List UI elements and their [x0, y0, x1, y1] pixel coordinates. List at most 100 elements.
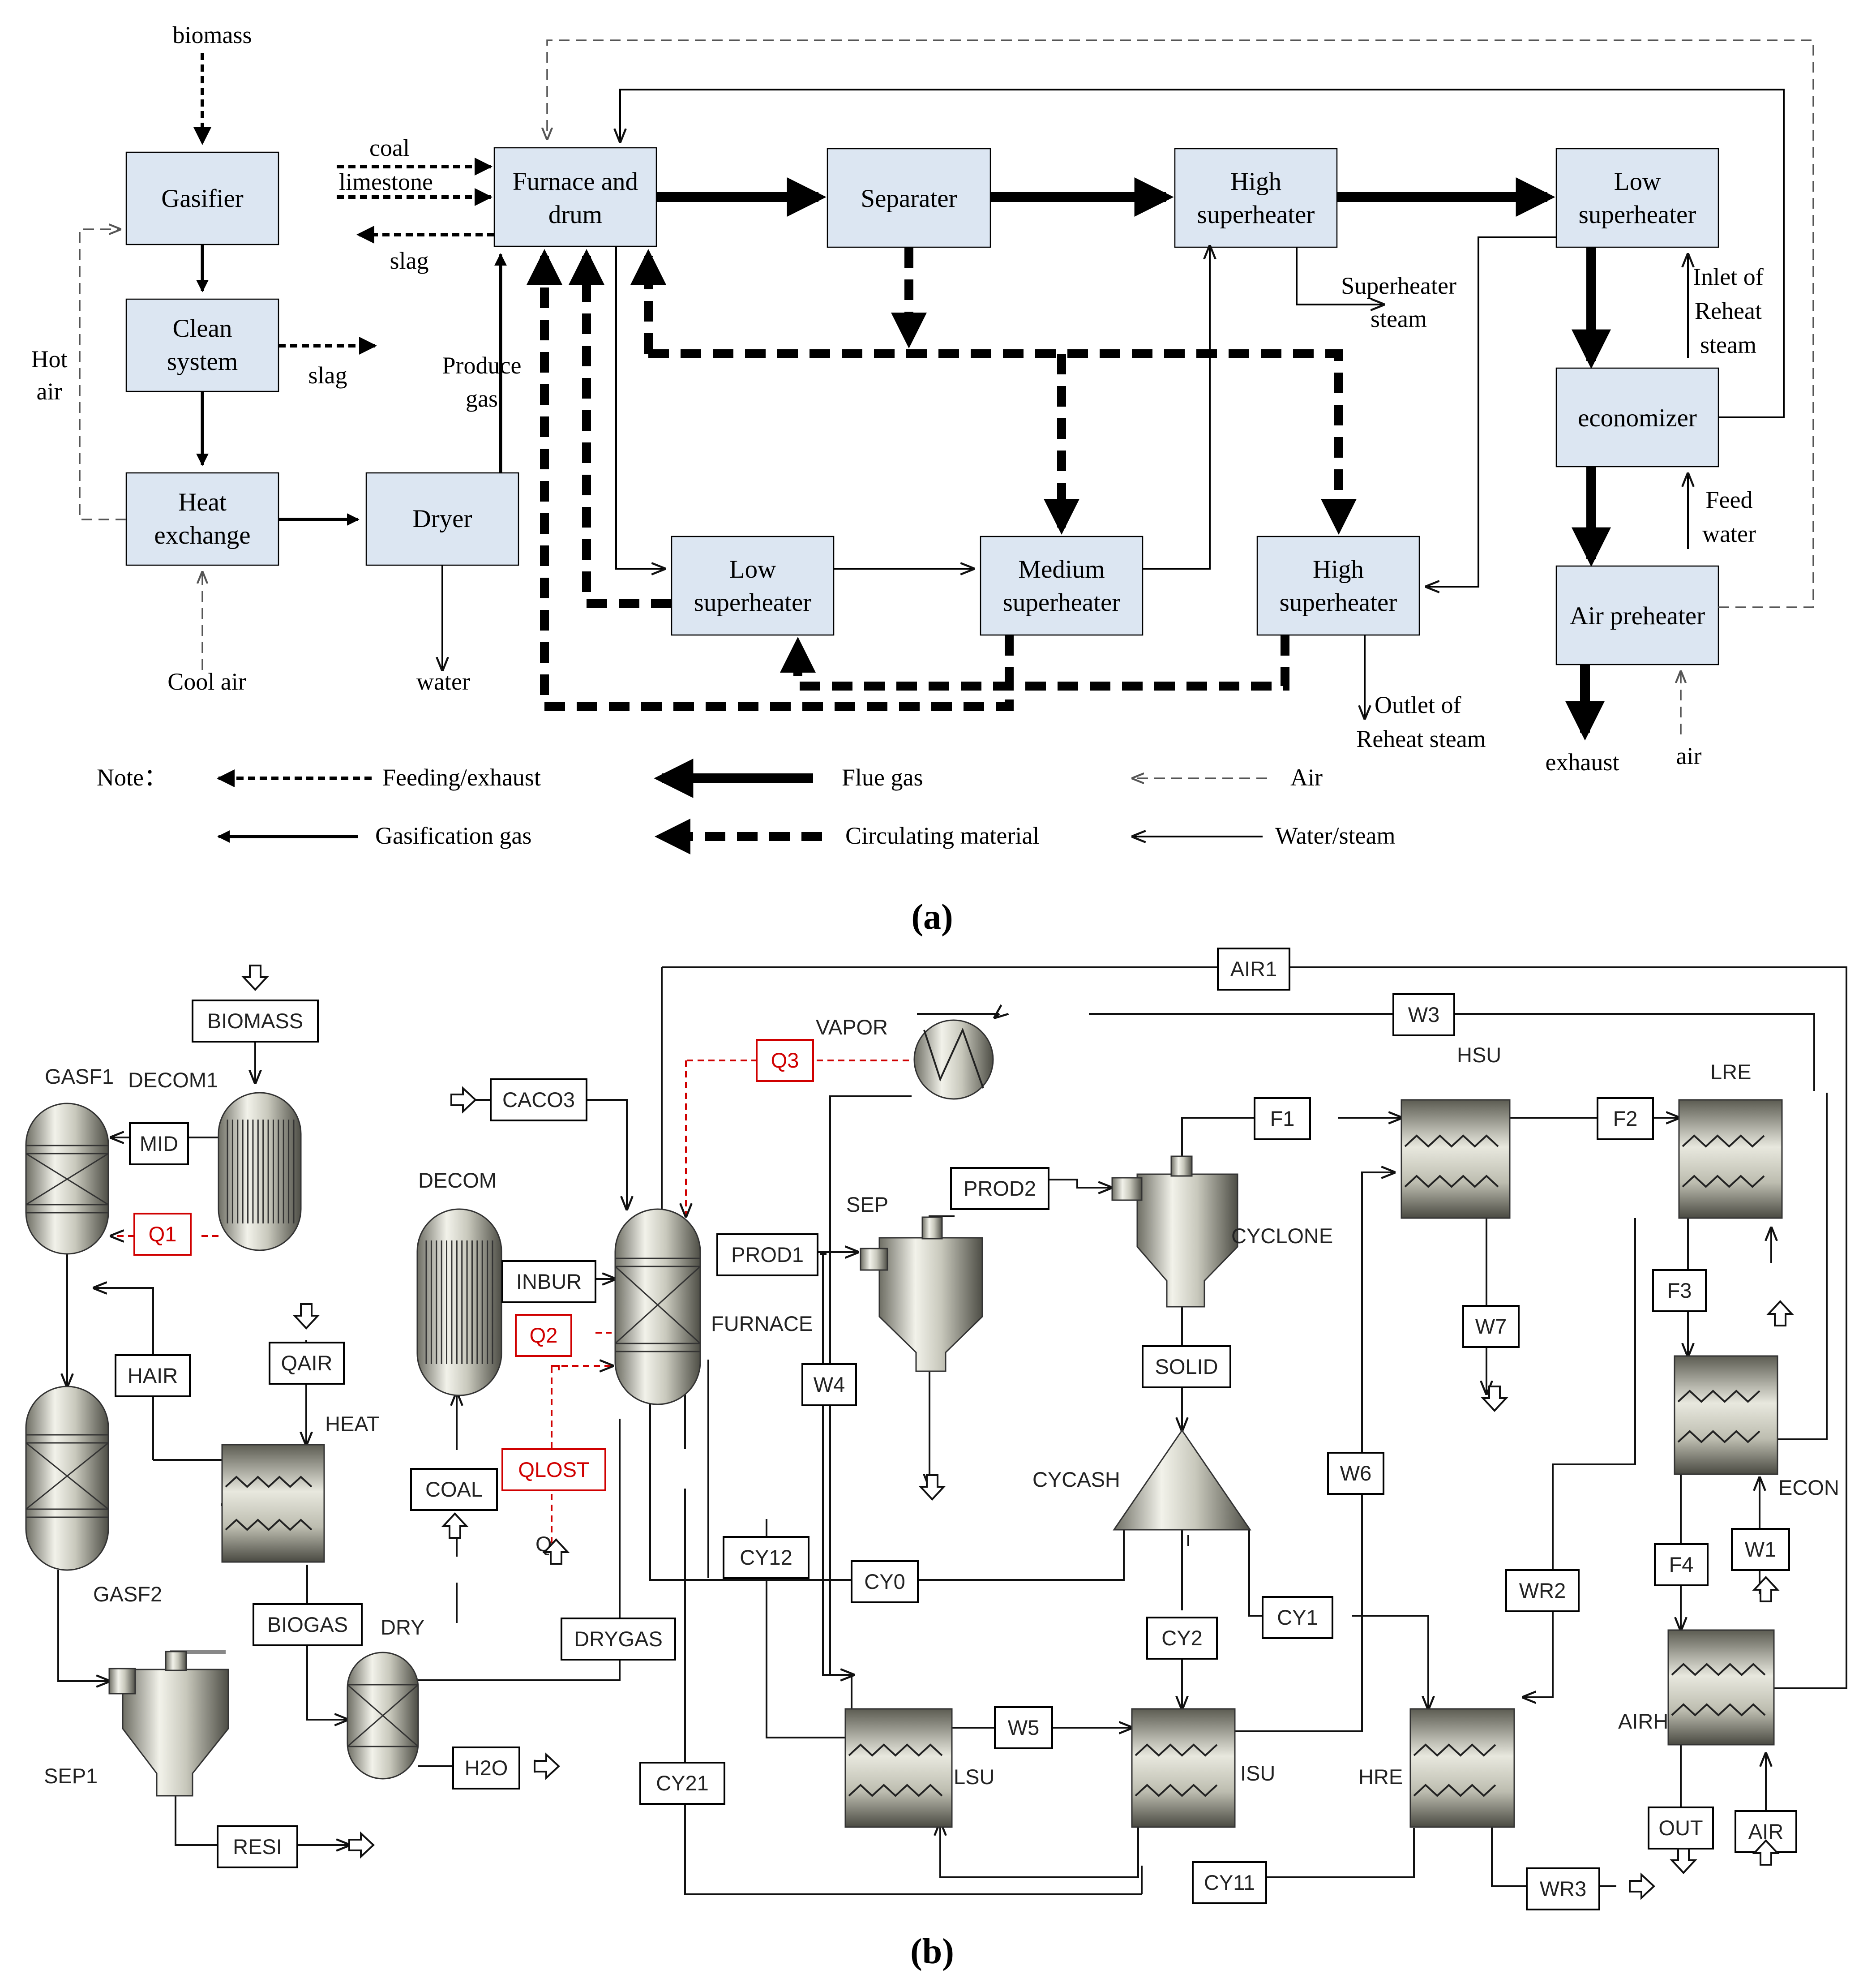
stream-q3: Q3 [756, 1039, 814, 1082]
block-label-vapor: VAPOR [816, 1015, 888, 1039]
block-vapor [913, 1019, 994, 1100]
block-label-cycash: CYCASH [1032, 1468, 1120, 1491]
io-arrow-12 [1629, 1872, 1655, 1900]
io-arrow-9 [1752, 1576, 1780, 1602]
stream-w4: W4 [801, 1363, 857, 1406]
io-arrow-10 [1670, 1848, 1697, 1874]
stream-label-cy1: CY1 [1277, 1605, 1318, 1629]
stream-label-w7: W7 [1475, 1314, 1507, 1338]
stream-label-coal: COAL [425, 1477, 483, 1501]
label-water: water [416, 668, 470, 695]
stream-label-w6: W6 [1340, 1461, 1372, 1485]
stream-label-q2: Q2 [530, 1323, 558, 1347]
block-label-lre: LRE [1710, 1060, 1751, 1084]
label-feed-water-2: water [1702, 520, 1756, 547]
io-arrow-7 [1481, 1386, 1508, 1412]
svg-text:superheater: superheater [694, 588, 812, 617]
block-isu [1131, 1708, 1236, 1828]
block-cyclone [1111, 1155, 1238, 1308]
panel-b: GASF1 DECOM1 HEAT GASF2 SEP1 DRY DECOM F… [25, 948, 1847, 1971]
medium-superheater-box: Medium superheater [980, 536, 1144, 636]
label-slag-clean: slag [308, 362, 347, 389]
stream-cy21: CY21 [639, 1762, 725, 1805]
stream-q1: Q1 [133, 1213, 192, 1256]
svg-text:Air preheater: Air preheater [1570, 602, 1705, 630]
label-hot-air-2: air [37, 378, 62, 405]
stream-label-cy2: CY2 [1161, 1626, 1202, 1650]
block-hsu [1401, 1099, 1511, 1219]
block-lre [1678, 1099, 1783, 1219]
io-arrow-11 [1752, 1839, 1780, 1866]
block-label-hsu: HSU [1457, 1043, 1501, 1067]
water-steam-lines [442, 89, 1785, 718]
stream-label-biomass: BIOMASS [207, 1009, 303, 1033]
stream-f4: F4 [1654, 1543, 1709, 1586]
stream-f3: F3 [1652, 1269, 1707, 1312]
svg-text:High: High [1313, 555, 1364, 584]
stream-label-f3: F3 [1667, 1279, 1692, 1302]
low-superheater-bottom-box: Low superheater [671, 536, 835, 636]
stream-labels: BIOMASSMIDQ1HAIRQAIRBIOGASRESIH2ODRYGASC… [115, 948, 1797, 1910]
stream-label-biogas: BIOGAS [267, 1613, 348, 1636]
block-label-lsu: LSU [954, 1765, 994, 1789]
io-arrow-3 [441, 1512, 469, 1539]
io-arrow-0 [241, 965, 269, 991]
svg-text:Gasifier: Gasifier [161, 185, 244, 213]
stream-label-w5: W5 [1008, 1716, 1040, 1739]
panel-b-label: (b) [910, 1932, 954, 1971]
stream-wr3: WR3 [1526, 1867, 1600, 1910]
io-arrow-2 [450, 1086, 477, 1114]
stream-qair: QAIR [269, 1342, 345, 1385]
svg-text:system: system [167, 348, 238, 376]
high-superheater-top-box: High superheater [1174, 148, 1338, 248]
stream-label-mid: MID [140, 1132, 178, 1155]
block-label-dry: DRY [381, 1615, 424, 1639]
stream-label-wr2: WR2 [1519, 1579, 1566, 1602]
stream-f2: F2 [1597, 1097, 1654, 1140]
stream-cy1: CY1 [1262, 1596, 1333, 1639]
label-feed-water-1: Feed [1706, 486, 1753, 513]
stream-inbur: INBUR [501, 1260, 596, 1303]
legend-water-steam: Water/steam [1275, 822, 1396, 849]
stream-air1: AIR1 [1217, 948, 1290, 991]
label-biomass: biomass [172, 21, 252, 48]
block-label-furnace: FURNACE [711, 1312, 813, 1335]
stream-label-resi: RESI [233, 1835, 282, 1858]
panel-a: Gasifier Clean system Heat exchange Drye… [31, 21, 1814, 937]
furnace-drum-box: Furnace and drum [493, 147, 657, 247]
separater-box: Separater [827, 148, 991, 248]
svg-text:Heat: Heat [178, 488, 227, 516]
stream-label-f2: F2 [1613, 1107, 1638, 1130]
low-superheater-top-box: Low superheater [1555, 148, 1719, 248]
block-label-airh: AIRH [1618, 1709, 1668, 1733]
label-outlet-reheat-2: Reheat steam [1356, 725, 1486, 752]
block-label-decom: DECOM [418, 1168, 497, 1192]
stream-resi: RESI [217, 1825, 298, 1868]
stream-qlost: QLOST [501, 1448, 606, 1491]
heat-exchange-box: Heat exchange [125, 472, 279, 566]
stream-label-wr3: WR3 [1540, 1877, 1586, 1901]
block-label-sep1: SEP1 [44, 1764, 98, 1788]
block-label-gasf2: GASF2 [93, 1582, 162, 1606]
label-inlet-reheat-2: Reheat [1695, 297, 1762, 324]
block-furnace [614, 1208, 701, 1405]
clean-system-box: Clean system [125, 298, 279, 392]
io-arrow-1 [292, 1303, 320, 1330]
label-coal: coal [369, 134, 410, 161]
legend: Note： Feeding/exhaust Flue gas Air Gasif… [97, 759, 1396, 854]
label-inlet-reheat-3: steam [1700, 331, 1756, 358]
label-hot-air-1: Hot [31, 346, 68, 373]
stream-w6: W6 [1327, 1452, 1384, 1495]
io-arrow-13 [542, 1538, 570, 1565]
stream-w3: W3 [1392, 993, 1455, 1036]
block-lsu [844, 1708, 953, 1828]
block-label-cyclone: CYCLONE [1231, 1224, 1333, 1248]
stream-drygas: DRYGAS [561, 1618, 676, 1661]
dryer-box: Dryer [365, 472, 519, 566]
block-gasf1 [25, 1103, 109, 1255]
svg-text:Furnace and: Furnace and [513, 167, 638, 196]
io-arrow-8 [1766, 1300, 1794, 1326]
block-dry [347, 1652, 419, 1780]
block-label-sep: SEP [846, 1193, 888, 1216]
stream-hair: HAIR [115, 1354, 191, 1397]
